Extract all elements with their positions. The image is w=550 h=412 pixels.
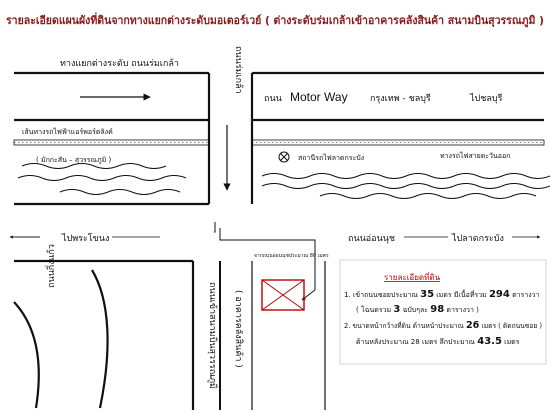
info-item1-deed: ( โฉนดรวม 3 ฉบับๆละ 98 ตารางวา ) (356, 304, 479, 315)
canal-wave (319, 193, 537, 199)
info-item2-rear: ด้านหลังประมาณ 28 เมตร ลึกประมาณ 43.5 เม… (356, 336, 520, 347)
label-eastern-rail: ทางรถไฟสายตะวันออก (440, 151, 510, 160)
kingkaew-road-edge (91, 269, 109, 409)
label-station: สถานีรถไฟลาดกระบัง (298, 153, 364, 162)
label-top-left-road: ทางแยกต่างระดับ ถนนร่มเกล้า (60, 58, 179, 69)
station-icon (278, 151, 290, 163)
canal-wave (21, 163, 167, 169)
canal-wave (261, 173, 550, 179)
label-canal: ( มักกะสัน – สุวรรณภูมิ ) (36, 156, 111, 164)
label-motorway-suffix: กรุงเทพ - ชลบุรี (370, 93, 431, 104)
label-to-latkrabang: ไปลาดกระบัง (451, 233, 504, 244)
info-heading: รายละเอียดที่ดิน (384, 271, 441, 282)
label-motorway-prefix: ถนน (264, 94, 282, 104)
info-box (339, 259, 547, 365)
canal-wave (59, 189, 181, 195)
route-line (219, 228, 316, 290)
land-plot-cross (261, 279, 305, 311)
label-romklao-road: ถนนร่มเกล้า (233, 46, 244, 94)
label-onnut-road: ถนนอ่อนนุช (348, 234, 395, 244)
label-motorway-name: Motor Way (290, 90, 348, 104)
info-item1: 1. เข้าถนนซอยประมาณ 35 เมตร มีเนื้อที่รว… (344, 288, 540, 300)
canal-wave (261, 183, 550, 189)
label-kingkaew-road: ถนนกิ่งแก้ว (44, 244, 57, 288)
label-to-chonburi: ไปชลบุรี (469, 93, 503, 104)
land-plot (261, 279, 305, 311)
corner-mark (214, 222, 216, 233)
canal-wave (17, 175, 187, 181)
label-distance-note: จากถนนอ่อนนุชประมาณ 80 เมตร (254, 253, 329, 259)
label-airport-rail: เส้นทางรถไฟฟ้าแอร์พอร์ตลิงค์ (22, 127, 113, 136)
kingkaew-road-edge (13, 301, 40, 409)
label-to-phrakanong: ไปพระโขนง (61, 233, 109, 244)
label-warehouse-side: ( อาคารคลังสินค้า ) (233, 290, 244, 368)
label-access-road: ถนนเข้าสนามบินสุวรรณภูมิ (207, 282, 218, 389)
station-icon-cross (280, 153, 288, 161)
map-title: รายละเอียดแผนผังที่ดินจากทางแยกต่างระดับ… (6, 12, 544, 28)
info-item2: 2. ขนาดหน้ากว้างที่ดิน ด้านหน้าประมาณ 26… (344, 320, 542, 331)
